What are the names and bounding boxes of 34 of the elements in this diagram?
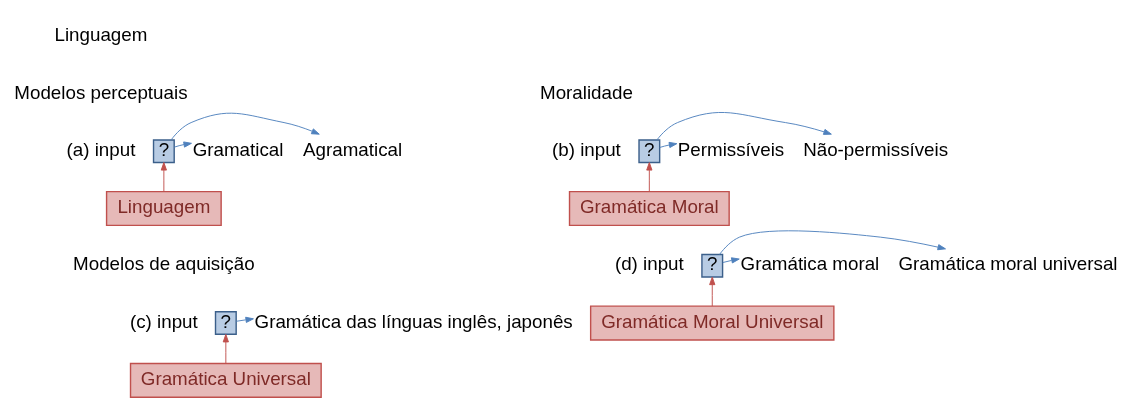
label: Modelos perceptuais	[14, 81, 188, 103]
arrow	[160, 161, 167, 192]
node-label: (c) input	[129, 310, 198, 332]
node-box: ?	[214, 310, 237, 335]
node-text: Gramática das línguas inglês, japonês	[254, 310, 573, 332]
label: Modelos de aquisição	[73, 252, 255, 274]
arrow	[170, 112, 320, 140]
arrow	[709, 276, 716, 307]
arrow	[659, 141, 678, 148]
arrow	[173, 140, 192, 148]
label: Moralidade	[540, 81, 633, 103]
arrow	[646, 161, 653, 192]
node-box: Gramática Moral	[568, 190, 730, 226]
arrow	[656, 111, 832, 140]
node-text: Gramática moral universal	[898, 252, 1118, 274]
arrow	[222, 333, 229, 364]
node-text: Permissíveis	[677, 138, 785, 160]
node-text: Agramatical	[303, 138, 403, 160]
node-box: Gramática Moral Universal	[589, 304, 835, 341]
arrow	[236, 316, 254, 323]
node-box: ?	[638, 138, 661, 163]
node-box: Linguagem	[105, 190, 222, 226]
node-label: (a) input	[66, 138, 136, 160]
node-text: Gramatical	[192, 138, 284, 160]
node-box: ?	[152, 138, 175, 163]
node-box: Gramática Universal	[129, 362, 322, 398]
node-label: (d) input	[614, 252, 684, 274]
node-text: Gramática moral	[740, 252, 880, 274]
node-text: Não-permissíveis	[803, 138, 949, 160]
arrow	[722, 256, 740, 263]
node-label: (b) input	[552, 138, 621, 160]
label: Linguagem	[54, 23, 148, 45]
node-box: ?	[701, 253, 724, 278]
arrow	[719, 229, 946, 255]
